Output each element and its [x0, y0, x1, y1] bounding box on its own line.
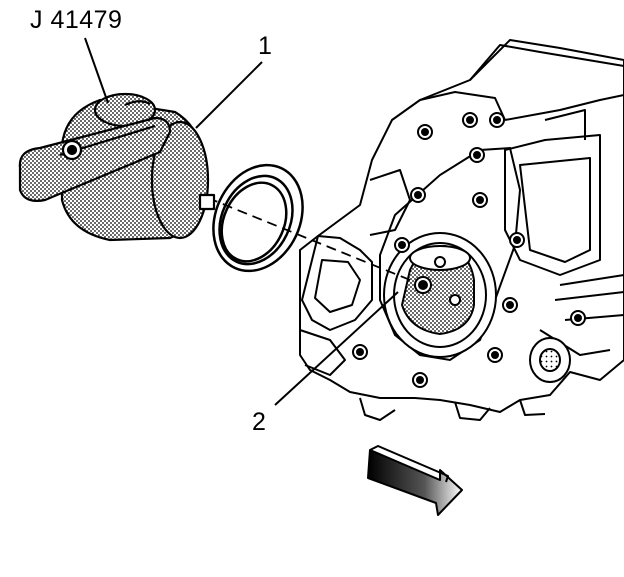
view-direction-arrow-icon — [367, 445, 463, 516]
rear-main-seal — [212, 163, 304, 273]
oil-pump-boss — [529, 337, 571, 383]
crankshaft-flange — [400, 244, 475, 336]
leader-callout-1 — [195, 61, 263, 129]
tool-number-label: J 41479 — [30, 6, 123, 34]
alignment-axis — [207, 197, 416, 283]
leader-tool — [84, 37, 109, 104]
seal-installer-tool — [18, 92, 216, 242]
leader-lines — [84, 37, 399, 406]
engine-block — [299, 39, 624, 421]
cover-bolts — [352, 112, 586, 388]
callout-1-label: 1 — [258, 32, 272, 60]
leader-callout-2 — [274, 291, 399, 406]
callout-2-label: 2 — [252, 408, 266, 436]
